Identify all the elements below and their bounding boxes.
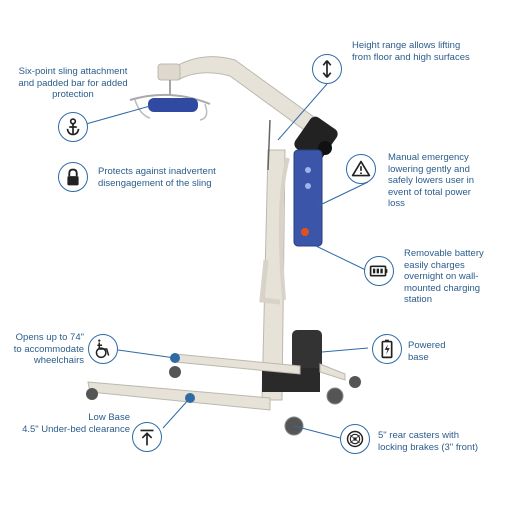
battery-text: Removable battery easily charges overnig… (404, 248, 484, 305)
leader-lines (85, 83, 375, 439)
anchor-hook-icon (58, 112, 88, 142)
low-base-text: Low Base 4.5" Under-bed clearance (22, 412, 130, 435)
caster-wheel-icon (340, 424, 370, 454)
sling-text: Six-point sling attachment and padded ba… (18, 66, 128, 100)
boom-tip (157, 63, 181, 81)
padded-bar (148, 98, 198, 112)
powered-base-text: Powered base (408, 340, 446, 363)
wheelchair-icon (88, 334, 118, 364)
opens-text: Opens up to 74" to accommodate wheelchai… (13, 332, 84, 366)
powered-battery-icon (372, 334, 402, 364)
lock-icon (58, 162, 88, 192)
height-range-text: Height range allows lifting from floor a… (352, 40, 470, 63)
up-down-arrow-icon (312, 54, 342, 84)
emergency-text: Manual emergency lowering gently and saf… (388, 152, 475, 209)
lift-handle (278, 157, 290, 301)
warning-triangle-icon (346, 154, 376, 184)
spreader-bar (129, 93, 211, 105)
arrow-up-to-line-icon (132, 422, 162, 452)
front-leg (87, 381, 271, 411)
control-box (293, 149, 323, 247)
battery-icon (364, 256, 394, 286)
protects-text: Protects against inadvertent disengageme… (98, 166, 216, 189)
casters-text: 5" rear casters with locking brakes (3" … (378, 430, 478, 453)
base-motor (292, 330, 322, 370)
